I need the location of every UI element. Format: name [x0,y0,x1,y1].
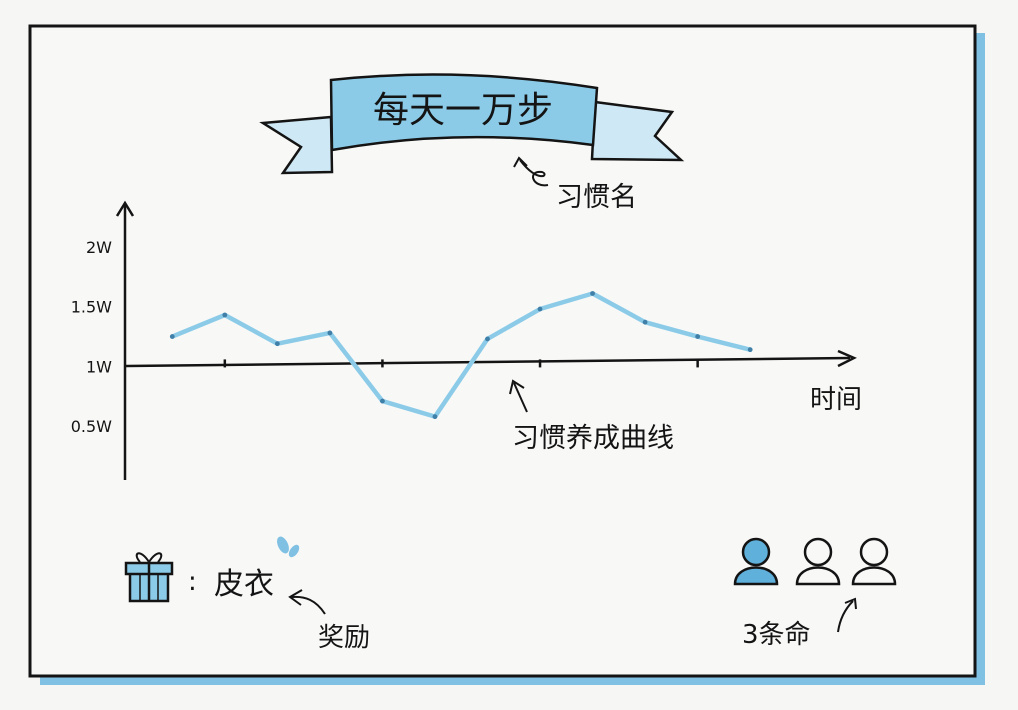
y-tick-label: 1W [86,357,112,376]
person-icon [795,537,841,586]
sparkle-icon [277,536,300,558]
curved-pointer [291,595,326,615]
series-segment [222,312,280,346]
data-point [747,347,753,353]
person-icon [733,537,779,586]
habit-curve-annotation: 习惯养成曲线 [509,379,674,454]
series-segment [170,312,228,339]
reward-label: 奖励 [318,623,370,653]
series-segment [380,398,438,419]
curly-arrow-icon [519,159,549,187]
x-axis-arrow-icon [837,349,857,368]
reward-section: : 皮衣 奖励 [124,536,370,653]
pointer-line [837,600,854,633]
series-segment [642,319,700,339]
habit-name-label: 习惯名 [556,182,637,213]
series-segment [590,291,648,325]
title-ribbon: 每天一万步 [259,73,685,175]
lives-section [733,537,897,586]
arrow-head-icon [509,379,525,395]
arrow-head-icon [513,156,528,168]
y-tick-label: 2W [86,238,112,257]
data-point [327,330,333,336]
series-segment [537,291,595,312]
data-point [274,341,280,347]
ribbon-left-tail [259,115,334,175]
arrow-head-icon [288,589,303,606]
data-point [695,334,701,339]
data-point [537,306,543,312]
data-point [485,336,490,342]
habit-chart: 2W 1.5W 1W 0.5W 时间 [71,200,862,480]
series-segment [327,330,385,404]
ribbon-body [329,73,599,152]
banner-title: 每天一万步 [373,90,553,131]
series-segment [275,330,333,346]
pointer-line [513,382,528,413]
data-point [590,291,595,296]
habit-name-annotation: 习惯名 [513,156,637,213]
series-segment [485,306,543,342]
y-tick-label: 0.5W [71,417,112,436]
reward-item: 皮衣 [214,567,274,602]
person-icon [851,537,897,586]
x-axis [124,356,851,368]
data-point [432,414,438,420]
reward-separator: : [188,567,197,597]
data-point [222,312,228,318]
y-axis-arrow-icon [115,200,135,217]
lives-label: 3条命 [742,620,811,650]
habit-curve-label: 习惯养成曲线 [512,423,674,454]
y-tick-label: 1.5W [71,298,112,317]
lives-annotation: 3条命 [742,597,857,650]
gift-icon [124,552,174,603]
data-point [380,398,385,404]
data-point [169,334,175,339]
x-axis-label: 时间 [810,385,862,415]
arrow-head-icon [844,597,857,610]
ribbon-right-tail [590,100,685,162]
series-segment [432,336,490,419]
series-segment [695,334,753,352]
data-point [642,319,648,325]
